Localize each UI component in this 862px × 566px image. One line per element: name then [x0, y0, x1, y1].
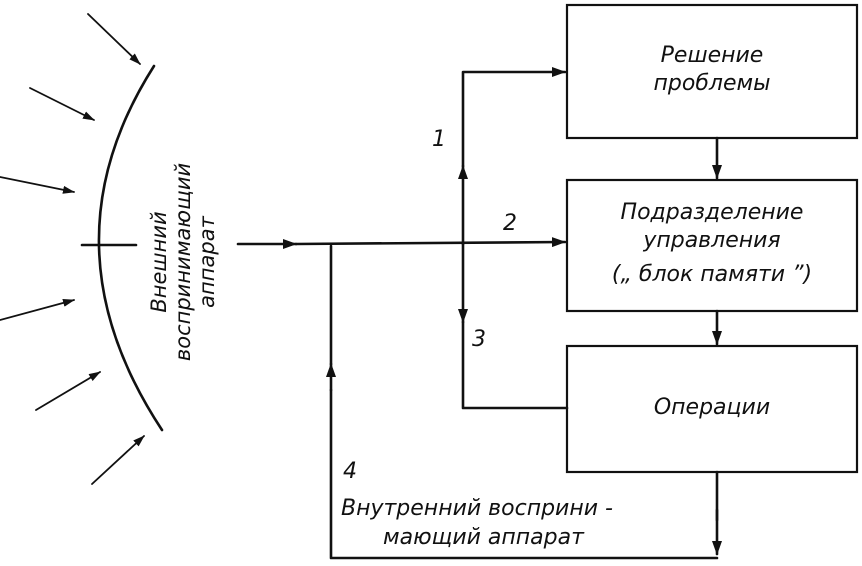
path-1-line [461, 67, 567, 168]
path-2-line [294, 237, 567, 248]
stimulus-arrows [0, 13, 145, 485]
box-problem-solving-line1: Решение [661, 43, 764, 68]
box-control-line1: Подразделение [621, 200, 804, 225]
path-label-2: 2 [503, 211, 517, 236]
external-receptor-label: Внешний воспринимающий аппарат [147, 163, 219, 361]
stimulus-arrow [0, 299, 75, 321]
stimulus-arrow [91, 435, 145, 485]
box-control-line2: управления [642, 228, 780, 253]
path-3-line [461, 320, 569, 410]
box-problem-solving [565, 3, 859, 140]
stimulus-arrow [29, 87, 95, 121]
stimulus-arrow [87, 13, 141, 65]
internal-receptor-line2: мающий аппарат [383, 525, 585, 550]
feedback-bottom-line [329, 388, 719, 560]
box-control [565, 178, 859, 313]
box-control-line3: („ блок памяти ”) [612, 262, 812, 287]
box-problem-solving-line2: проблемы [654, 71, 771, 96]
external-receptor-line2: воспринимающий [171, 163, 195, 361]
path-label-1: 1 [432, 127, 446, 152]
stimulus-arrow [35, 371, 101, 411]
receptor-arc [97, 64, 164, 432]
box-operations-line1: Операции [654, 395, 770, 420]
stimulus-arrow [0, 176, 75, 194]
external-receptor-line1: Внешний [147, 211, 171, 312]
internal-receptor-line1: Внутренний восприни - [341, 496, 613, 521]
path-label-4: 4 [343, 459, 357, 484]
external-receptor-line3: аппарат [195, 215, 219, 307]
path-label-3: 3 [472, 327, 486, 352]
